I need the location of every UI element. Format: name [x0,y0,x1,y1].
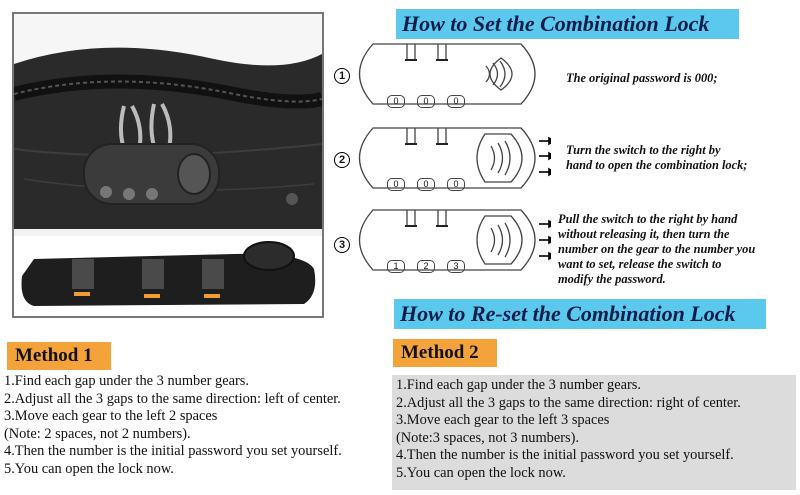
method-2-label: Method 2 [393,339,497,367]
list-item: 1.Find each gap under the 3 number gears… [396,377,641,393]
method-2-background [392,375,796,490]
list-item: 4.Then the number is the initial passwor… [4,443,342,459]
lock-diagrams [359,43,551,271]
reset-section-title-text: How to Re-set the Combination Lock [400,301,736,326]
list-item: 2.Adjust all the 3 gaps to the same dire… [4,390,341,407]
step-3-marker: 3 [334,237,350,253]
list-item: 2.Adjust all the 3 gaps to the same dire… [396,394,741,411]
list-item: (Note:3 spaces, not 3 numbers). [396,429,580,446]
method-2-steps: 1.Find each gap under the 3 number gears… [396,377,794,482]
list-item: 1.Find each gap under the 3 number gears… [4,373,249,389]
set-section-title: How to Set the Combination Lock [396,9,739,39]
step-1-caption: The original password is 000; [566,71,718,85]
list-item: (Note: 2 spaces, not 2 numbers). [4,425,191,442]
list-item: 4.Then the number is the initial passwor… [396,447,734,463]
lock-photo-illustration [14,14,322,316]
list-item: 3.Move each gear to the left 3 spaces [396,412,610,428]
list-item: 3.Move each gear to the left 2 spaces [4,408,218,424]
product-photo [12,12,324,318]
list-item: 5.You can open the lock now. [396,464,566,481]
set-section-title-text: How to Set the Combination Lock [402,11,710,36]
step-2-marker: 2 [334,152,350,168]
step-1-marker: 1 [334,68,350,84]
step-3-caption: Pull the switch to the right by hand wit… [558,212,756,286]
method-1-steps: 1.Find each gap under the 3 number gears… [4,373,389,478]
method-1-label: Method 1 [7,342,111,370]
list-item: 5.You can open the lock now. [4,460,174,477]
reset-section-title: How to Re-set the Combination Lock [394,299,766,329]
step-2-caption: Turn the switch to the right by hand to … [566,143,748,172]
